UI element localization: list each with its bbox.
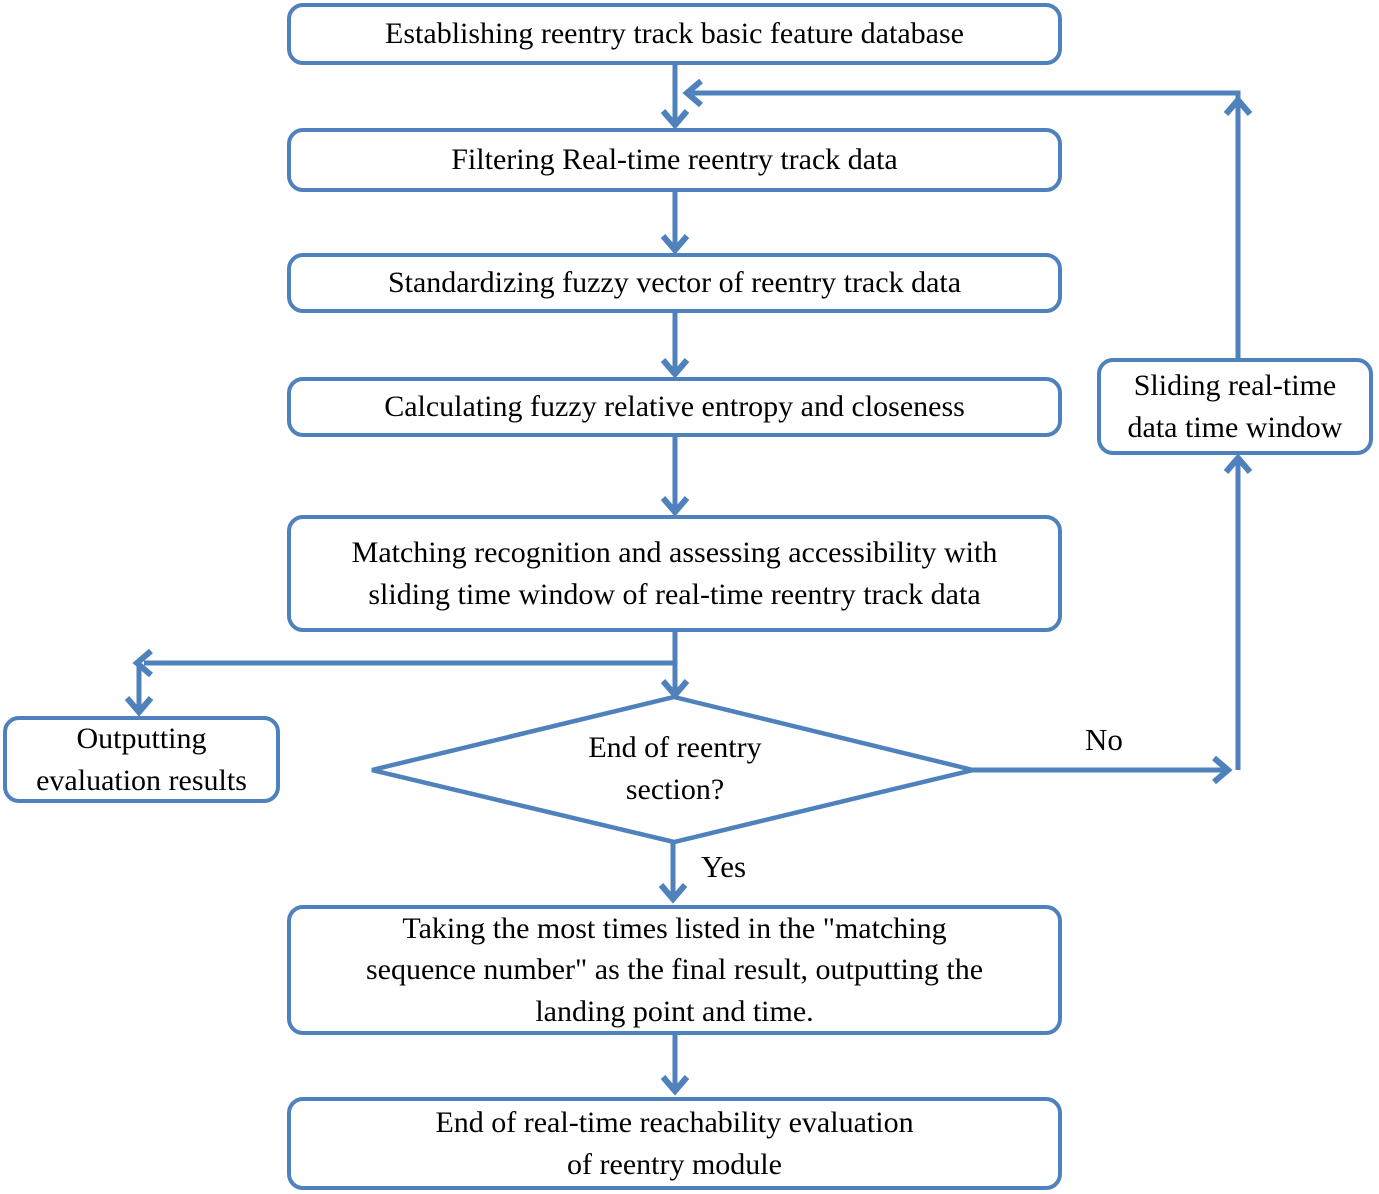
node-filtering-track-data: Filtering Real-time reentry track data bbox=[287, 128, 1062, 192]
node-calculating-entropy: Calculating fuzzy relative entropy and c… bbox=[287, 377, 1062, 437]
arrowhead-down-filtering bbox=[660, 109, 690, 130]
arrowhead-down-calculating bbox=[660, 358, 690, 379]
arrowhead-up-sliding bbox=[1223, 453, 1253, 474]
node-taking-most-times: Taking the most times listed in the "mat… bbox=[287, 905, 1062, 1035]
connector-sliding-feedback bbox=[692, 90, 1241, 358]
arrowhead-up-feedback-corner bbox=[1223, 95, 1253, 116]
node-sliding-time-window: Sliding real-time data time window bbox=[1097, 358, 1373, 455]
edge-label-no: No bbox=[1085, 722, 1123, 757]
node-outputting-results: Outputting evaluation results bbox=[3, 716, 280, 803]
arrowhead-down-decision bbox=[660, 679, 690, 700]
arrowhead-down-outputting bbox=[124, 696, 154, 717]
arrowhead-down-standardizing bbox=[660, 234, 690, 255]
arrowhead-down-taking bbox=[658, 883, 688, 904]
node-decision-end-of-reentry: End of reentry section? bbox=[588, 731, 762, 806]
node-matching-recognition: Matching recognition and assessing acces… bbox=[287, 515, 1062, 632]
node-establish-database: Establishing reentry track basic feature… bbox=[287, 3, 1062, 65]
node-end-of-evaluation: End of real-time reachability evaluation… bbox=[287, 1097, 1062, 1190]
node-standardizing-fuzzy-vector: Standardizing fuzzy vector of reentry tr… bbox=[287, 253, 1062, 313]
arrowhead-down-matching bbox=[660, 496, 690, 517]
arrowhead-right-no bbox=[1212, 755, 1233, 785]
arrowhead-left-feedback-merge bbox=[682, 78, 703, 108]
edge-label-yes: Yes bbox=[701, 849, 747, 884]
arrowhead-down-end bbox=[660, 1075, 690, 1096]
